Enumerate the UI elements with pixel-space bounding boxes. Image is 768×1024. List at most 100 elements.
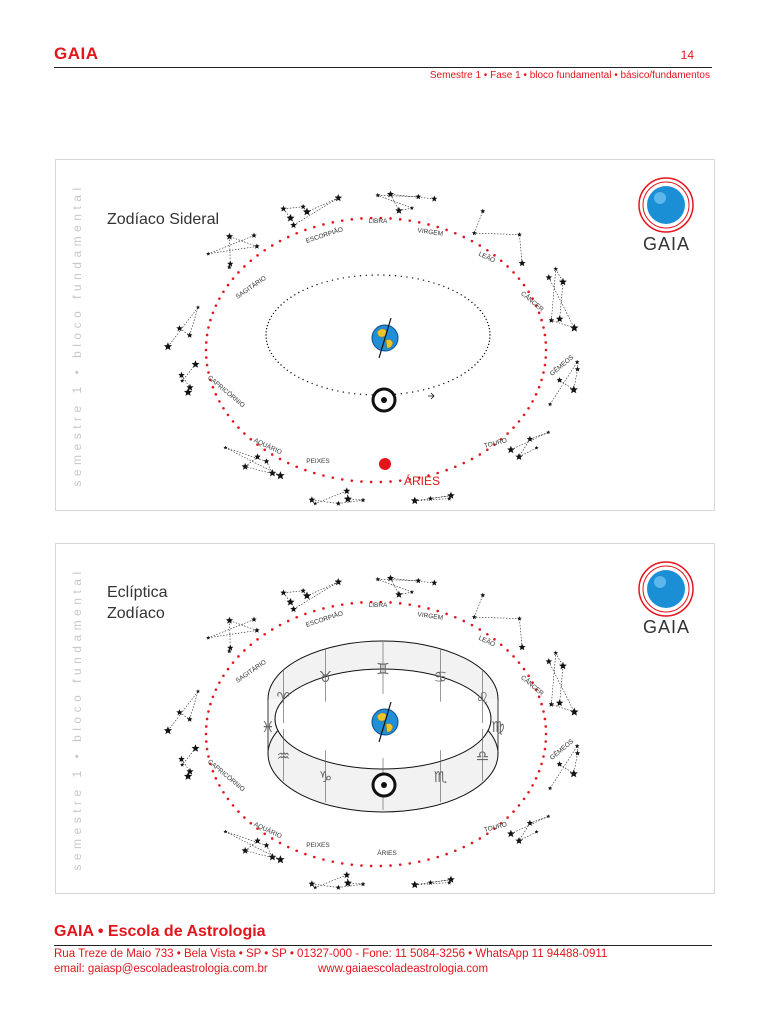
constellation-label: GÊMEOS	[548, 736, 576, 762]
dot	[342, 391, 345, 393]
header-brand: GAIA	[54, 44, 99, 63]
constellation-line	[181, 375, 191, 388]
constellation-line	[245, 850, 281, 860]
constellation-label: GÊMEOS	[548, 352, 576, 378]
earth-icon	[371, 317, 399, 359]
constellation-line	[548, 277, 575, 329]
dot	[350, 602, 354, 605]
constellation-line	[390, 194, 435, 200]
dot	[474, 364, 476, 366]
dot	[493, 827, 496, 830]
constellation-label: ESCORPIÃO	[304, 608, 344, 629]
star	[574, 359, 580, 365]
dot	[543, 363, 547, 367]
star	[517, 232, 522, 237]
earth-axis	[378, 317, 392, 359]
constellation-line	[377, 195, 419, 198]
dot	[311, 285, 313, 288]
dot	[470, 841, 474, 845]
constellation-line	[208, 246, 257, 255]
constellation-line	[390, 578, 400, 595]
dot	[340, 603, 344, 606]
star	[251, 232, 257, 238]
vertical-caption: semestre 1 • bloco fundamental	[70, 567, 84, 871]
constellation-line	[315, 490, 347, 504]
star	[163, 342, 172, 351]
star	[178, 755, 185, 762]
dot	[542, 326, 545, 329]
star	[286, 597, 295, 606]
dot	[422, 279, 425, 281]
earth-orbit-ellipse	[265, 274, 491, 396]
dot	[360, 864, 363, 867]
dot	[534, 688, 538, 691]
logo-ring-inner	[642, 565, 690, 613]
constellation-line	[559, 281, 564, 320]
dot	[436, 471, 439, 475]
dot	[428, 387, 430, 390]
dot	[537, 695, 541, 699]
dot	[389, 480, 392, 483]
dot	[249, 437, 253, 441]
slide-title: Zodíaco Sideral	[107, 211, 220, 228]
dot	[214, 688, 218, 691]
dot	[218, 400, 221, 403]
dot	[456, 291, 458, 294]
dot	[316, 283, 318, 286]
dot	[456, 376, 458, 379]
constellation-line	[377, 579, 412, 593]
dot	[249, 259, 253, 263]
star	[556, 699, 564, 707]
star	[431, 579, 438, 586]
star	[515, 837, 523, 844]
dot	[517, 277, 521, 280]
constellation-line	[208, 235, 255, 255]
dot	[487, 324, 490, 327]
dot	[337, 390, 339, 392]
dot	[369, 216, 373, 220]
dot	[499, 821, 503, 825]
dot	[427, 607, 430, 610]
gaia-logo	[638, 561, 694, 617]
dot	[485, 318, 487, 321]
constellation-line	[474, 616, 520, 619]
dot	[226, 667, 230, 671]
star	[415, 193, 422, 200]
dot	[256, 638, 259, 641]
star	[196, 305, 200, 310]
star	[308, 496, 316, 503]
dot	[267, 346, 270, 349]
star	[227, 644, 234, 651]
dot	[222, 406, 225, 410]
constellation-line	[283, 592, 291, 603]
dot	[322, 858, 325, 861]
constellation-line	[302, 206, 308, 213]
zodiac-sign-glyph-icon: ♎	[476, 747, 489, 765]
logo-globe	[647, 570, 685, 608]
zodiac-sign-glyph-icon: ♉	[319, 668, 332, 686]
aries-highlight-label: ÁRIES	[404, 473, 440, 488]
dot	[304, 468, 307, 472]
constellation-line	[311, 499, 339, 504]
dot	[389, 217, 392, 220]
dot	[222, 790, 225, 794]
dot	[226, 413, 230, 417]
star	[574, 366, 581, 372]
dot	[283, 301, 285, 304]
dot	[406, 276, 408, 278]
dot	[326, 387, 328, 390]
constellation-label: CAPRICÓRNIO	[206, 757, 247, 793]
constellation-line	[167, 691, 199, 731]
constellation-line	[179, 712, 190, 720]
dot	[222, 674, 225, 678]
dot	[522, 797, 526, 801]
constellation-line	[555, 268, 564, 283]
zodiac-sign-glyph-icon: ♒	[277, 747, 290, 765]
dot	[369, 864, 373, 868]
dot	[445, 852, 448, 856]
orbit-arrow-icon	[428, 392, 435, 400]
dot	[360, 480, 363, 483]
dot	[256, 443, 259, 446]
dot	[443, 285, 445, 288]
dot	[512, 426, 515, 429]
